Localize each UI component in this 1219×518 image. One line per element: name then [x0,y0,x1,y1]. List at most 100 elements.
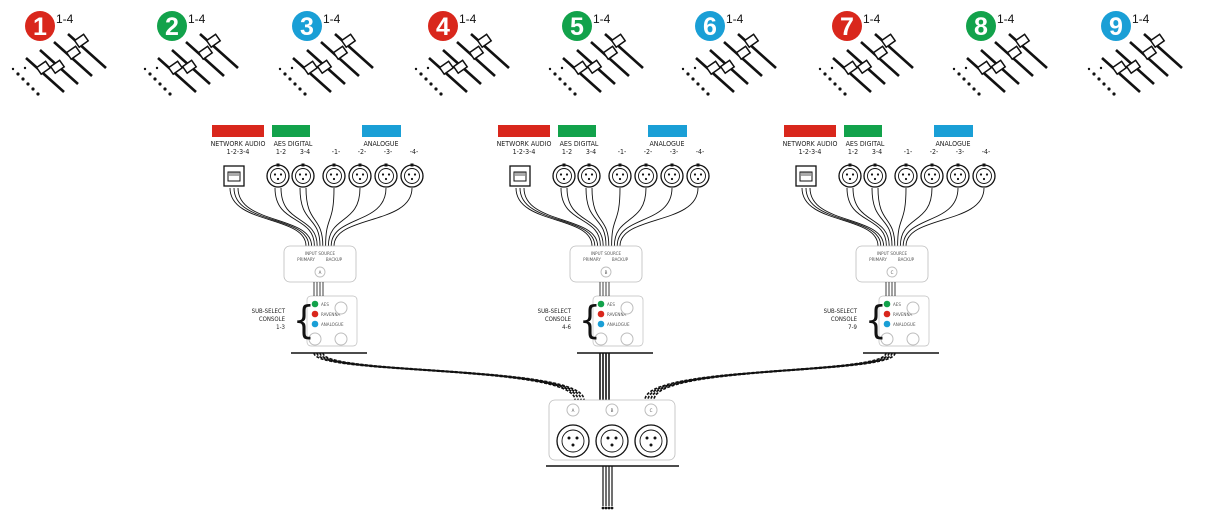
console-channel-range: 1-4 [323,12,341,26]
network-audio-bar [212,125,264,137]
switch-title: INPUT SOURCE [591,251,622,257]
network-audio-channels: 1-2-3-4 [799,148,822,156]
console-number: 1 [33,13,47,41]
status-led [883,300,891,308]
selector-button [880,332,894,346]
brace: { [293,298,315,342]
fader-icon [1086,32,1184,97]
cable [330,187,387,247]
console-range-label: 7-9 [848,324,857,331]
trunk-cable [644,352,887,401]
trunk-cable [322,352,585,401]
switch-letter: C [891,270,894,276]
brace: { [579,298,601,342]
analogue-bar [648,125,687,137]
xlr-connector [686,162,710,188]
switch-backup-label: BACKUP [612,257,629,263]
xlr-connector [634,162,658,188]
analogue-channel-label: -3- [384,148,393,156]
cable [611,187,621,247]
xlr-connector [894,162,918,188]
led-label: AES [321,302,329,308]
pin [649,443,653,447]
analogue-channel-label: -2- [358,148,367,156]
cable [299,187,321,247]
cable [613,187,647,247]
aes-digital-label: AES DIGITAL [274,140,313,148]
led-label: ANALOGUE [321,322,344,328]
brace: { [865,298,887,342]
aes-channel-label: 3-4 [586,148,596,156]
xlr-connector [608,162,632,188]
switch-letter: B [605,270,608,276]
switch-primary-label: PRIMARY [869,257,887,263]
xlr-connector [946,162,970,188]
xlr-output-inner [639,429,663,453]
xlr-connector [577,162,601,188]
fader-icon [413,32,511,97]
aes-digital-bar [844,125,882,137]
trunk-cable [313,352,576,401]
trunk-cable [653,352,896,401]
fader-icon [817,32,915,97]
cable-end [604,506,608,510]
cable [877,187,896,247]
cable [325,187,335,247]
led-label: RAVENNA [321,312,340,318]
switch-knob [314,266,326,278]
console-number: 8 [974,13,988,41]
output-letter: A [572,408,575,414]
aes-digital-label: AES DIGITAL [560,140,599,148]
selector-button [308,332,322,346]
cable [229,187,307,247]
analogue-channel-label: -2- [930,148,939,156]
console-number: 6 [703,13,717,41]
cable [233,187,310,247]
switch-primary-label: PRIMARY [583,257,601,263]
selector-button [906,301,920,315]
xlr-connector [374,162,398,188]
cable [871,187,893,247]
cable [515,187,593,247]
pin [567,436,571,440]
console-number: 3 [300,13,314,41]
trunk-cable [647,352,890,401]
status-led [597,320,605,328]
console-number: 2 [165,13,179,41]
pin [645,436,649,440]
cable [333,187,413,247]
switch-backup-label: BACKUP [326,257,343,263]
cable-end [601,506,605,510]
cable [616,187,673,247]
console-number-badge [292,11,322,41]
analogue-channel-label: -4- [982,148,991,156]
xlr-connector [322,162,346,188]
console-channel-range: 1-4 [56,12,74,26]
analogue-channel-label: -2- [644,148,653,156]
output-indicator [644,403,658,417]
console-number-badge [1101,11,1131,41]
status-led [597,310,605,318]
trunk-cable [316,352,579,401]
switch-knob [886,266,898,278]
pin [575,436,579,440]
network-audio-label: NETWORK AUDIO [497,140,552,148]
xlr-connector [660,162,684,188]
aes-channel-label: 1-2 [276,148,286,156]
xlr-connector [400,162,424,188]
aes-channel-label: 3-4 [872,148,882,156]
cable [591,187,610,247]
console-number-badge [428,11,458,41]
cable [801,187,879,247]
led-label: AES [607,302,615,308]
switch-title: INPUT SOURCE [305,251,336,257]
console-range-label: 4-6 [562,324,571,331]
console-number: 7 [840,13,854,41]
selector-button [620,301,634,315]
